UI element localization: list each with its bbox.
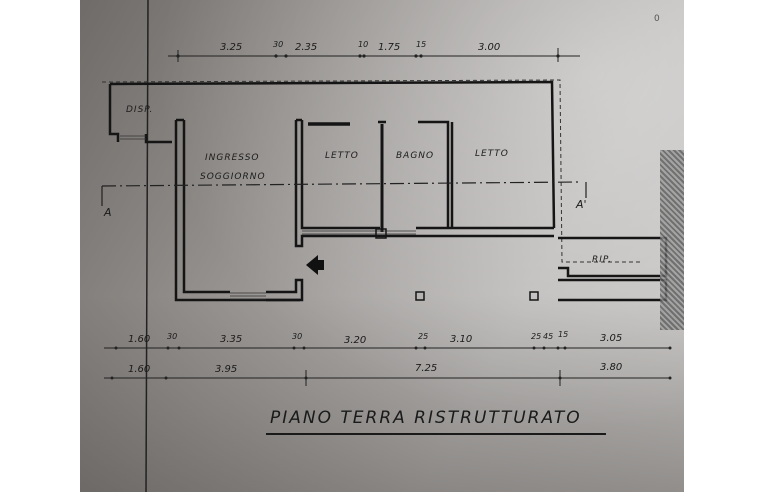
dim-bottom1-9: 15	[558, 330, 569, 339]
dim-bottom1-0: 1.60	[128, 334, 151, 345]
room-label-letto-1: LETTO	[325, 151, 359, 161]
dim-top-3: 10	[358, 40, 369, 49]
dim-bottom1-6: 3.10	[450, 334, 473, 345]
dim-bottom2-0: 1.60	[128, 364, 151, 375]
dim-bottom1-2: 3.35	[220, 334, 243, 345]
dim-bottom2-3: 3.80	[600, 362, 623, 373]
dim-bottom1-8: 45	[543, 332, 554, 341]
room-label-bagno: BAGNO	[396, 151, 435, 161]
walls	[108, 80, 668, 302]
entry-arrow-icon	[306, 255, 324, 275]
dim-bottom1-5: 25	[418, 332, 429, 341]
dim-bottom2-1: 3.95	[215, 364, 238, 375]
floor-plan-drawing	[101, 0, 672, 492]
dim-bottom2-2: 7.25	[415, 363, 438, 374]
dim-top-4: 1.75	[378, 42, 401, 53]
room-label-soggiorno: SOGGIORNO	[200, 172, 266, 182]
adjacent-sheet-edge	[660, 150, 684, 330]
section-mark-a-prime: A'	[576, 198, 587, 211]
dim-top-5: 15	[416, 40, 427, 49]
floor-plan-photo: 0 DISP. INGRESSO SOGGIORNO LETTO BAGNO L…	[80, 0, 684, 492]
room-label-letto-2: LETTO	[475, 149, 509, 159]
dim-top-2: 2.35	[295, 42, 318, 53]
dim-top-0: 3.25	[220, 42, 243, 53]
room-label-ingresso: INGRESSO	[205, 153, 260, 163]
dim-bottom1-10: 3.05	[600, 333, 623, 344]
room-label-rip: RIP.	[592, 255, 612, 265]
dim-bottom1-1: 30	[167, 332, 178, 341]
dim-bottom1-4: 3.20	[344, 335, 367, 346]
dim-bottom1-3: 30	[292, 332, 303, 341]
dim-bottom1-7: 25	[531, 332, 542, 341]
title-underline	[266, 433, 606, 435]
corner-mark: 0	[654, 14, 660, 24]
dim-top-1: 30	[273, 40, 284, 49]
section-mark-a: A	[104, 206, 112, 219]
room-label-disp: DISP.	[126, 105, 154, 115]
drawing-title: PIANO TERRA RISTRUTTURATO	[270, 408, 582, 428]
dim-top-6: 3.00	[478, 42, 501, 53]
